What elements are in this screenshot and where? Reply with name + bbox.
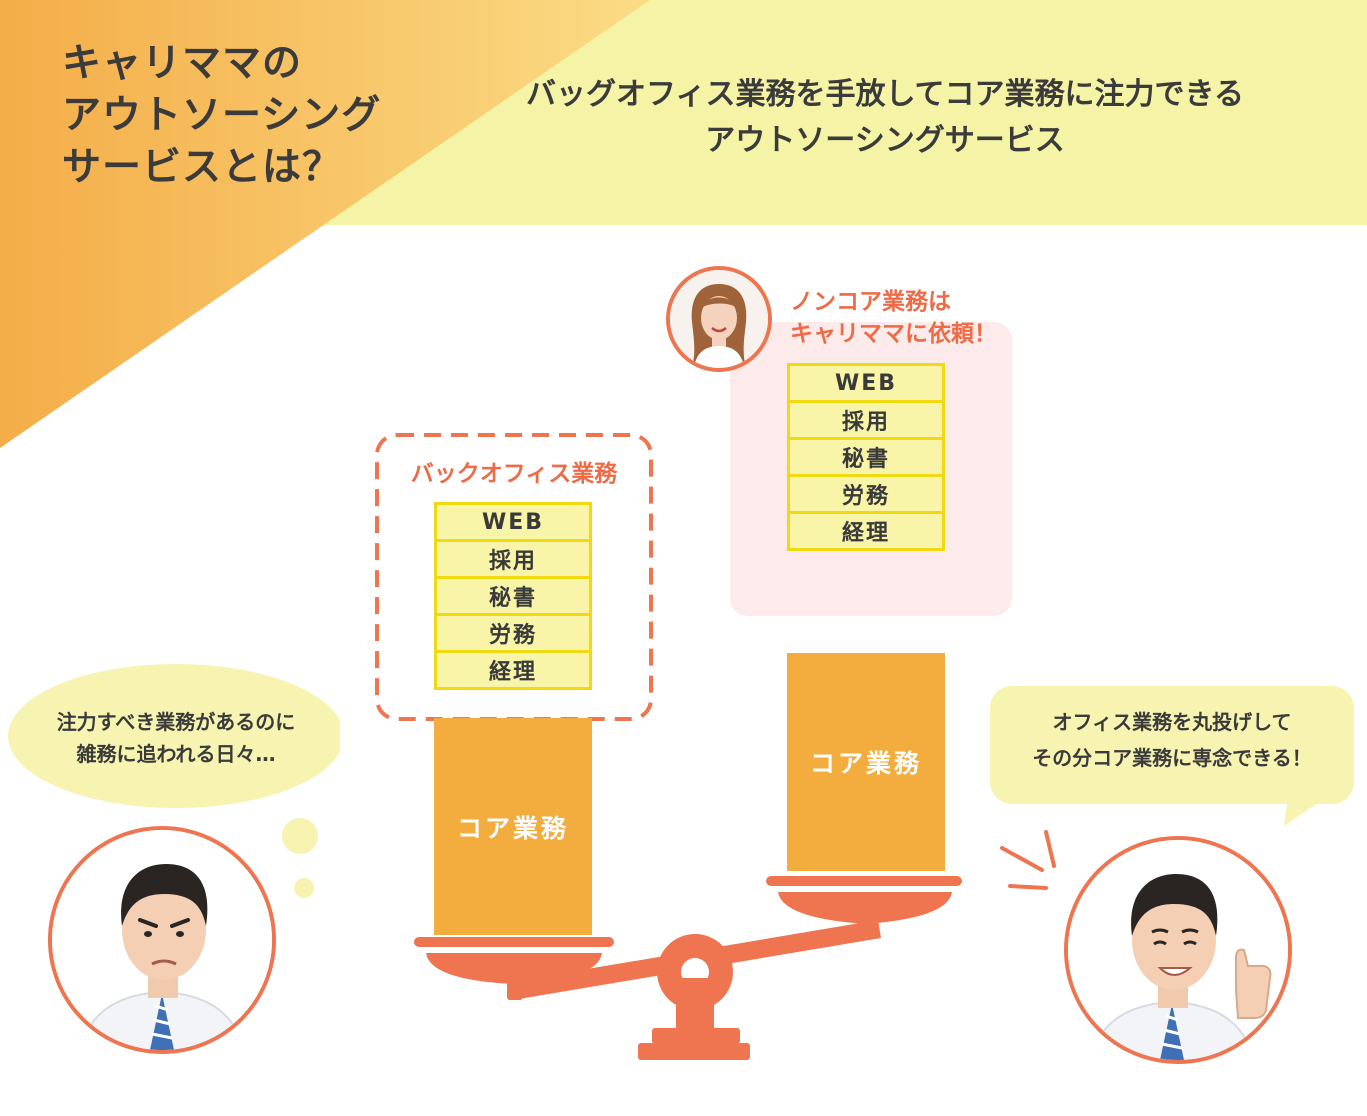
left-pan-hook [507,982,523,1000]
speech-bubble-line-2: その分コア業務に専念できる！ [1032,746,1312,770]
left-core-block: コア業務 [434,718,592,935]
page-title-line-1: キャリママの [62,41,303,86]
happy-man-avatar-icon [1064,836,1292,1064]
page-title: キャリママの アウトソーシング サービスとは？ [62,38,381,194]
request-label-line-1: ノンコア業務は [790,289,951,315]
worried-man-avatar-icon [48,826,276,1054]
woman-avatar-icon [666,266,772,372]
thought-bubble-text: 注力すべき業務があるのに 雑務に追われる日々… [20,706,332,770]
request-label-line-2: キャリママに依頼！ [790,321,997,347]
right-task-web: WEB [787,363,945,403]
scale-base [638,1043,750,1060]
left-task-labor: 労務 [434,613,592,653]
left-pan [426,953,602,984]
page-title-line-2: アウトソーシング [62,93,382,138]
left-task-stack: WEB 採用 秘書 労務 経理 [434,502,592,690]
scale-icon [414,876,962,1060]
page-subtitle-line-2: アウトソーシングサービス [705,123,1065,158]
thought-bubble-line-2: 雑務に追われる日々… [76,742,276,766]
right-task-labor: 労務 [787,474,945,514]
thought-bubble-line-1: 注力すべき業務があるのに [56,710,296,734]
excitement-lines-icon [1000,830,1056,890]
request-label: ノンコア業務は キャリママに依頼！ [790,286,997,350]
page-subtitle: バッグオフィス業務を手放してコア業務に注力できる アウトソーシングサービス [420,72,1350,164]
left-task-recruiting: 採用 [434,539,592,579]
left-pan-rim [414,937,614,947]
right-pan-rim [766,876,962,886]
left-task-secretary: 秘書 [434,576,592,616]
speech-bubble-line-1: オフィス業務を丸投げして [1052,710,1292,734]
left-task-web: WEB [434,502,592,542]
thought-bubble-shape [8,664,340,898]
left-task-accounting: 経理 [434,650,592,690]
right-task-secretary: 秘書 [787,437,945,477]
right-core-block: コア業務 [787,653,945,871]
page-title-line-3: サービスとは？ [62,145,343,190]
right-task-stack: WEB 採用 秘書 労務 経理 [787,363,945,551]
right-task-recruiting: 採用 [787,400,945,440]
scale-neck [652,1028,740,1044]
backoffice-label: バックオフィス業務 [410,461,618,487]
page-subtitle-line-1: バッグオフィス業務を手放してコア業務に注力できる [526,77,1244,112]
right-pan [778,892,952,924]
speech-bubble-shape [990,686,1354,826]
header-corner-decoration [0,0,650,448]
right-task-accounting: 経理 [787,511,945,551]
speech-bubble-text: オフィス業務を丸投げして その分コア業務に専念できる！ [990,704,1354,776]
right-pan-hook [857,922,873,938]
